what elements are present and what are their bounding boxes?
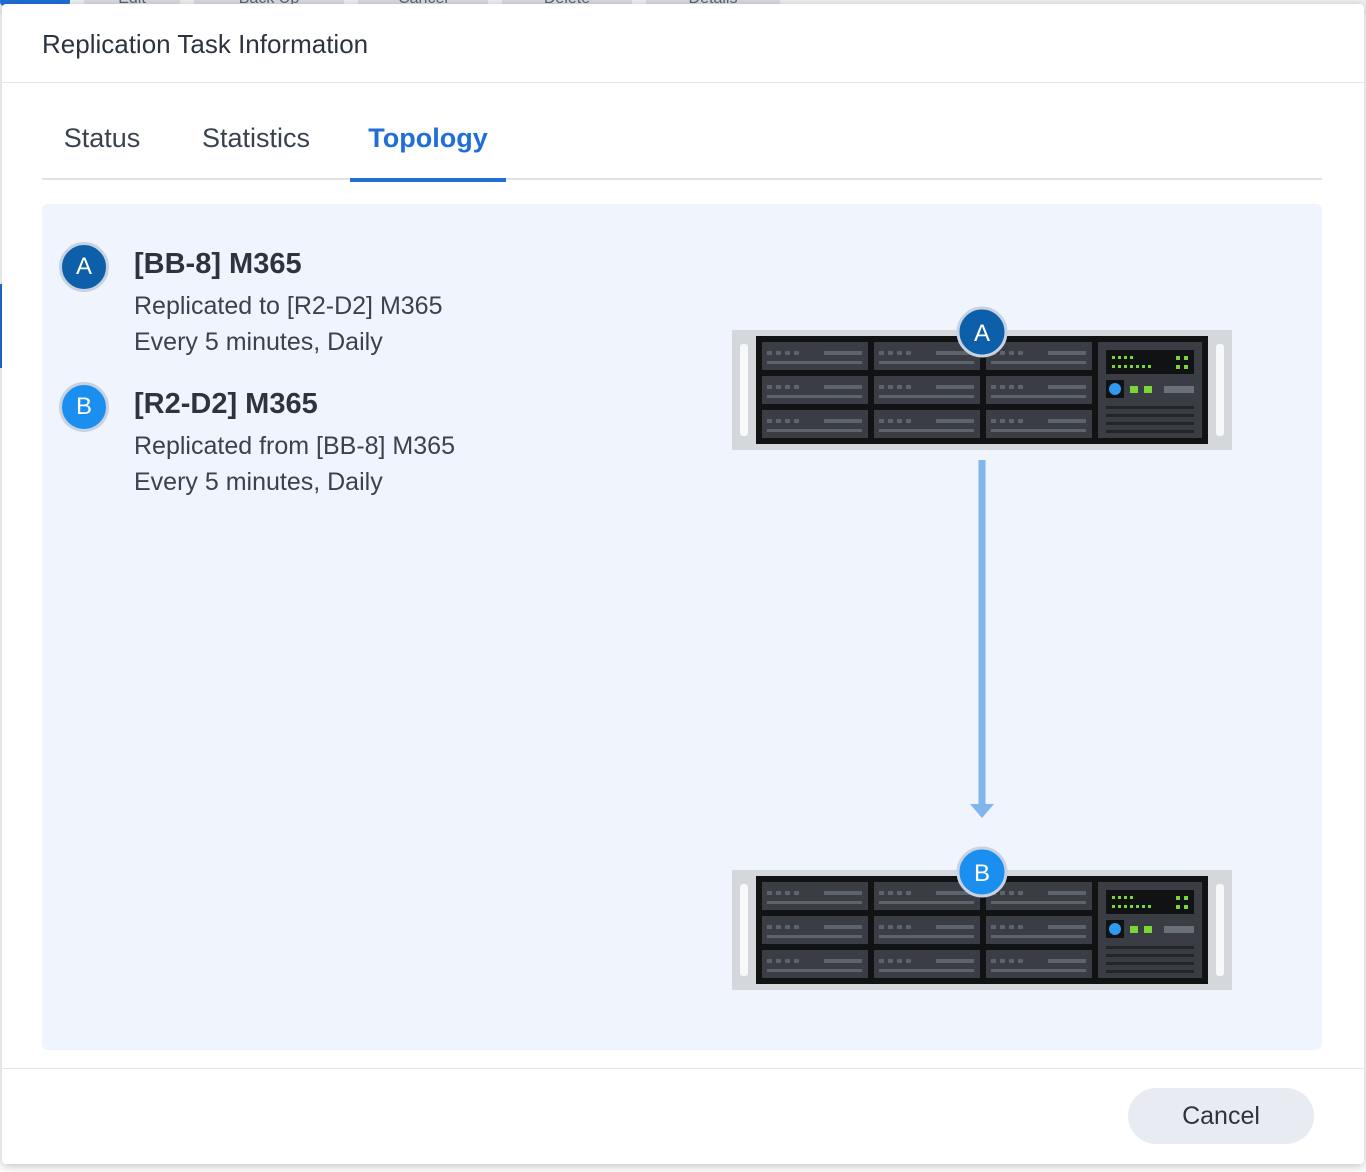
background-backup-button[interactable]: Back Up bbox=[194, 0, 344, 8]
tab-statistics-label: Statistics bbox=[201, 123, 311, 153]
tab-statistics[interactable]: Statistics bbox=[180, 104, 332, 180]
node-a-name: [BB-8] M365 bbox=[134, 248, 302, 280]
background-delete-button[interactable]: Delete bbox=[502, 0, 632, 8]
node-a-relation: Replicated to [R2-D2] M365 bbox=[134, 292, 443, 320]
dialog-header: Replication Task Information bbox=[2, 4, 1364, 83]
dialog-title: Replication Task Information bbox=[42, 29, 369, 59]
topology-diagram: A B bbox=[42, 306, 1322, 1050]
background-cancel-button[interactable]: Cancel bbox=[358, 0, 488, 8]
diagram-badge-a bbox=[956, 306, 1008, 358]
background-edit-label: Edit bbox=[84, 0, 180, 8]
diagram-badge-a-label: A bbox=[974, 320, 990, 347]
tab-topology-label: Topology bbox=[368, 123, 488, 153]
cancel-button[interactable]: Cancel bbox=[1128, 1088, 1314, 1144]
background-details-label: Details bbox=[646, 0, 780, 8]
node-b-relation: Replicated from [BB-8] M365 bbox=[134, 432, 455, 460]
replication-task-dialog: Replication Task Information Status Stat… bbox=[2, 4, 1364, 1164]
diagram-badge-b bbox=[956, 846, 1008, 898]
replication-arrow-head-icon bbox=[970, 804, 994, 818]
background-selected-row-indicator bbox=[0, 284, 3, 368]
node-b-badge: B bbox=[59, 382, 109, 432]
tab-status[interactable]: Status bbox=[42, 104, 162, 180]
diagram-badge-b-label: B bbox=[974, 860, 990, 887]
node-a-badge: A bbox=[59, 242, 109, 292]
background-backup-label: Back Up bbox=[194, 0, 344, 8]
background-delete-label: Delete bbox=[502, 0, 632, 8]
tab-topology[interactable]: Topology bbox=[350, 104, 506, 182]
dialog-footer: Cancel bbox=[2, 1068, 1364, 1164]
background-cancel-label: Cancel bbox=[358, 0, 488, 8]
node-b-name: [R2-D2] M365 bbox=[134, 388, 318, 420]
node-b-schedule: Every 5 minutes, Daily bbox=[134, 468, 383, 496]
node-a-schedule: Every 5 minutes, Daily bbox=[134, 328, 383, 356]
topology-panel: A [BB-8] M365 Replicated to [R2-D2] M365… bbox=[42, 204, 1322, 1050]
background-edit-button[interactable]: Edit bbox=[84, 0, 180, 8]
background-details-button[interactable]: Details bbox=[646, 0, 780, 8]
tab-status-label: Status bbox=[63, 123, 141, 153]
background-toolbar-active-button bbox=[0, 0, 70, 6]
tab-bar: Status Statistics Topology bbox=[42, 104, 1322, 182]
